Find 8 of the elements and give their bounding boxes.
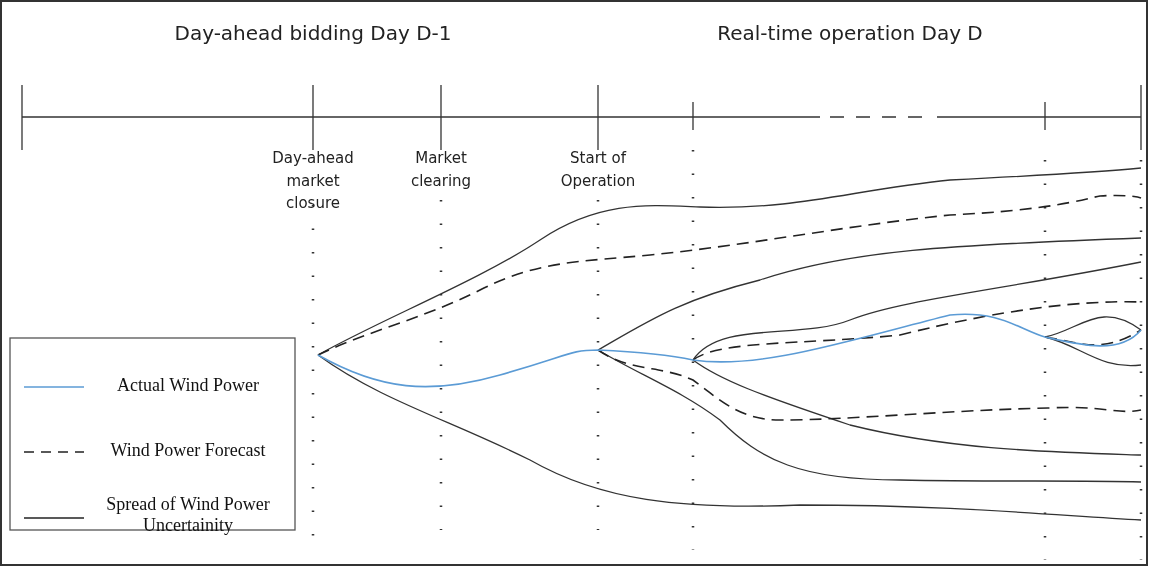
legend-text: Spread of Wind Power Uncertainity (105, 494, 271, 536)
milestone-label: Day-ahead market closure (271, 148, 355, 214)
section-heading: Real-time operation Day D (716, 20, 984, 47)
milestone-label: Market clearing (409, 148, 473, 192)
section-heading: Day-ahead bidding Day D-1 (173, 20, 453, 47)
legend-text: Actual Wind Power (116, 375, 260, 396)
legend-text: Wind Power Forecast (109, 440, 267, 461)
milestone-label: Start of Operation (559, 148, 637, 192)
